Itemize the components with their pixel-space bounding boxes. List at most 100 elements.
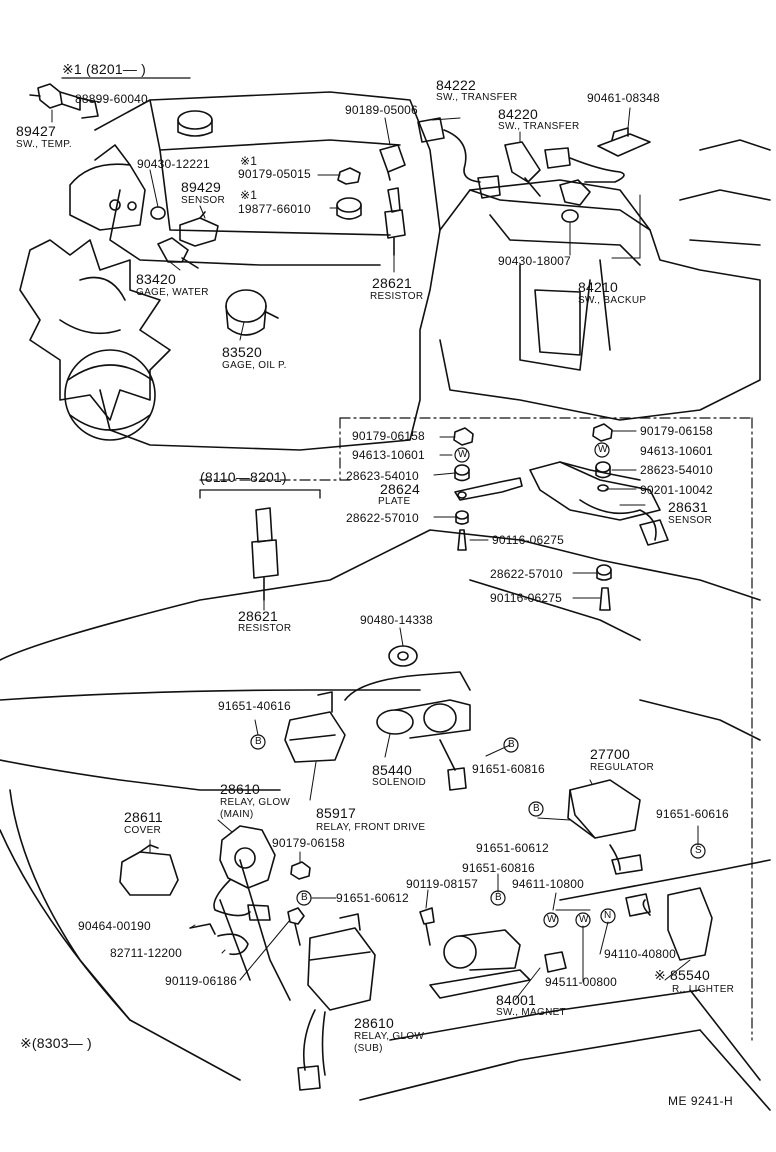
part-number[interactable]: 83420 [136,271,176,287]
part-number[interactable]: 28622-57010 [490,567,563,581]
part-number[interactable]: 94613-10601 [352,448,425,462]
part-number[interactable]: 90119-08157 [406,877,479,891]
part-number[interactable]: 91651-60816 [472,762,545,776]
part-number[interactable]: 85440 [372,762,412,778]
part-number[interactable]: 28631 [668,499,708,515]
part-number[interactable]: 90461-08348 [587,91,660,105]
part-number[interactable]: 89429 [181,179,221,195]
nut-stack-left[interactable] [453,427,474,551]
clamp-parts[interactable] [189,923,249,956]
part-number[interactable]: 91651-60612 [336,891,409,905]
cap-part[interactable] [336,197,362,220]
glow-relay-sub[interactable] [297,913,376,1091]
sensor-assembly[interactable] [529,461,669,546]
cover-part[interactable] [119,844,179,896]
part-number[interactable]: 28622-57010 [346,511,419,525]
part-desc: SW., TRANSFER [498,121,580,132]
callout-w: W [458,449,468,460]
part-number[interactable]: 85540 [670,967,710,983]
figure-code: ME 9241-H [668,1094,734,1108]
header-bracket [61,77,321,499]
note-mark: ※1 [240,188,258,202]
note-8110-8201: (8110—8201) [200,469,287,485]
water-gage-part[interactable] [157,237,199,269]
part-number[interactable]: 28611 [124,809,163,825]
part-number[interactable]: 84220 [498,106,538,122]
part-number[interactable]: 90179-06158 [352,429,425,443]
part-number[interactable]: 28623-54010 [346,469,419,483]
part-number[interactable]: 28610 [354,1015,394,1031]
part-number[interactable]: 28624 [380,481,420,497]
part-number[interactable]: 94613-10601 [640,444,713,458]
part-number[interactable]: 90464-00190 [78,919,151,933]
part-desc: (SUB) [354,1043,383,1054]
part-number[interactable]: 90480-14338 [360,613,433,627]
part-number[interactable]: 90201-10042 [640,483,713,497]
solenoid-part[interactable] [344,671,471,791]
front-drive-relay[interactable] [284,691,346,763]
part-number[interactable]: 27700 [590,746,630,762]
part-desc: COVER [124,825,162,836]
part-desc: R., LIGHTER [672,984,735,995]
note-8303: ※(8303— ) [20,1035,92,1051]
part-desc: SW., MAGNET [496,1007,566,1018]
part-number[interactable]: 94611-10800 [512,877,585,891]
part-number[interactable]: 90179-06158 [640,424,713,438]
nut-part-bottom[interactable] [290,861,311,880]
clip-part[interactable] [597,127,651,157]
part-number[interactable]: 28621 [372,275,412,291]
washer-part[interactable] [150,206,166,220]
part-number[interactable]: 84001 [496,992,536,1008]
part-desc: SW., TRANSFER [436,92,518,103]
part-desc: RESISTOR [370,291,424,302]
part-number[interactable]: 91651-60612 [476,841,549,855]
part-number[interactable]: 90116-06275 [492,533,565,547]
part-number[interactable]: 94511-00800 [545,975,618,989]
part-number[interactable]: 88899-60040 [75,92,148,106]
lighter-relay-part[interactable] [625,887,713,961]
resistor-part-mid[interactable] [251,507,279,601]
transfer-switch-a[interactable] [417,117,501,199]
plate-part[interactable] [454,477,523,501]
grommet-part[interactable] [388,645,418,667]
part-number[interactable]: 90119-06186 [165,974,238,988]
part-number[interactable]: 89427 [16,123,56,139]
part-number[interactable]: 90116-06275 [490,591,563,605]
glow-relay-main[interactable] [213,825,276,921]
part-number[interactable]: 85917 [316,805,356,821]
part-number[interactable]: 91651-40616 [218,699,291,713]
part-number[interactable]: 90430-18007 [498,254,571,268]
part-number[interactable]: 90179-06158 [272,836,345,850]
part-number[interactable]: 28623-54010 [640,463,713,477]
part-number[interactable]: 82711-12200 [110,946,183,960]
part-number[interactable]: 90179-05015 [238,167,311,181]
part-number[interactable]: 84210 [578,279,618,295]
bolt-part[interactable] [287,907,305,946]
part-number[interactable]: 94110-40800 [604,947,677,961]
part-number[interactable]: 83520 [222,344,262,360]
part-desc: RELAY, FRONT DRIVE [316,822,426,833]
part-number[interactable]: 91651-60616 [656,807,729,821]
leader-lines [51,97,699,1001]
part-number[interactable]: 90430-12221 [137,157,210,171]
oil-gage-part[interactable] [225,289,279,336]
part-number[interactable]: 28621 [238,608,278,624]
part-desc: PLATE [378,496,411,507]
part-desc: RELAY, GLOW [354,1031,425,1042]
nut-part[interactable] [337,167,361,185]
backup-switch-part[interactable] [544,147,625,223]
resistor-part-top[interactable] [384,187,406,256]
sensor-part[interactable] [179,211,219,247]
regulator-part[interactable] [567,779,643,875]
connector-part[interactable] [379,144,406,181]
transfer-switch-b[interactable] [504,141,541,197]
bolt-part-b[interactable] [419,907,435,946]
part-number[interactable]: 84222 [436,77,476,93]
part-number[interactable]: 28610 [220,781,260,797]
part-number[interactable]: 91651-60816 [462,861,535,875]
callout-b: B [301,892,308,903]
nut-stack-right[interactable] [592,423,613,611]
part-number[interactable]: 90189-05006 [345,103,418,117]
part-number[interactable]: 19877-66010 [238,202,311,216]
